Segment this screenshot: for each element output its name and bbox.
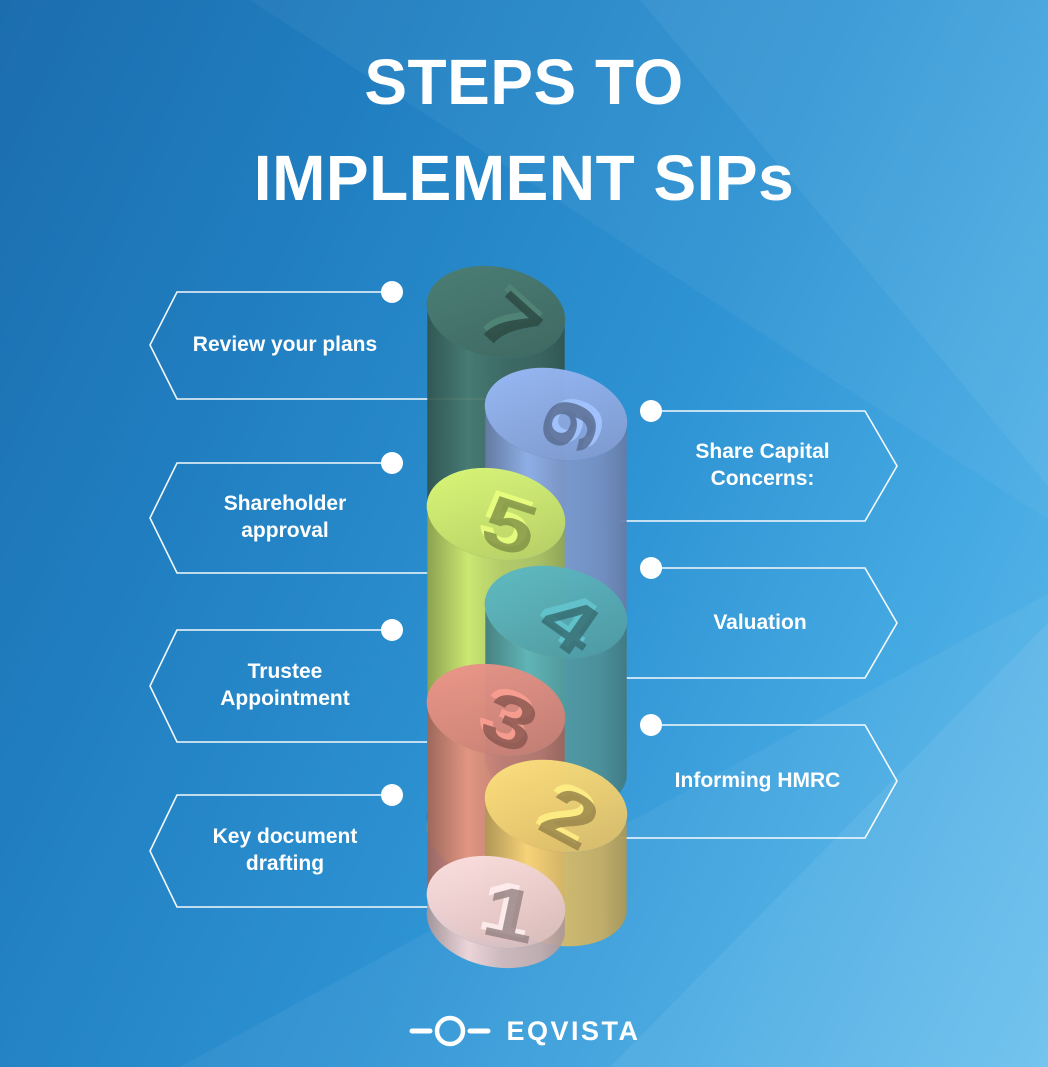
step-label-outline-5: [149, 462, 490, 574]
light-ray: [250, 0, 1048, 520]
cylinder-top-7: [426, 265, 566, 359]
leader-dot-2: [640, 714, 662, 736]
title-line-1: STEPS TO: [364, 46, 684, 118]
leader-dot-7: [381, 281, 403, 303]
leader-dot-4: [640, 557, 662, 579]
brand-name: EQVISTA: [506, 1015, 641, 1046]
page-title: STEPS TO IMPLEMENT SIPs: [0, 34, 1048, 226]
step-label-4: Valuation: [713, 610, 807, 634]
step-label-2: Informing HMRC: [674, 769, 841, 793]
cylinder-top-1: [426, 855, 566, 949]
brand-logo: EQVISTA: [0, 1011, 1048, 1051]
light-ray: [610, 622, 1048, 1067]
title-line-2: IMPLEMENT SIPs: [253, 142, 795, 214]
step-label-outline-3: [149, 629, 490, 743]
step-label-6: Share Capital Concerns:: [695, 440, 830, 490]
cylinder-top-5: [426, 467, 566, 561]
leader-dot-1: [381, 784, 403, 806]
step-label-outline-6: [620, 410, 898, 522]
light-ray: [640, 0, 1048, 487]
step-label-7: Review your plans: [192, 333, 378, 357]
step-label-outline-7: [149, 291, 490, 400]
step-label-3: Trustee Appointment: [220, 660, 350, 710]
cylinder-top-6: [484, 367, 628, 461]
step-label-outline-4: [620, 567, 898, 679]
cylinder-top-3: [426, 663, 566, 757]
cylinder-top-2: [484, 759, 628, 853]
leader-dot-6: [640, 400, 662, 422]
leader-dot-5: [381, 452, 403, 474]
leader-dot-3: [381, 619, 403, 641]
eqvista-circle-icon: [409, 1015, 491, 1047]
step-label-outline-2: [620, 724, 898, 839]
step-label-1: Key document drafting: [212, 825, 358, 875]
step-label-5: Shareholder approval: [223, 492, 347, 542]
cylinder-step-1: 11: [426, 855, 566, 969]
cylinder-top-4: [484, 565, 628, 659]
step-label-outline-1: [149, 794, 490, 908]
cylinder-body-1: [426, 888, 565, 969]
